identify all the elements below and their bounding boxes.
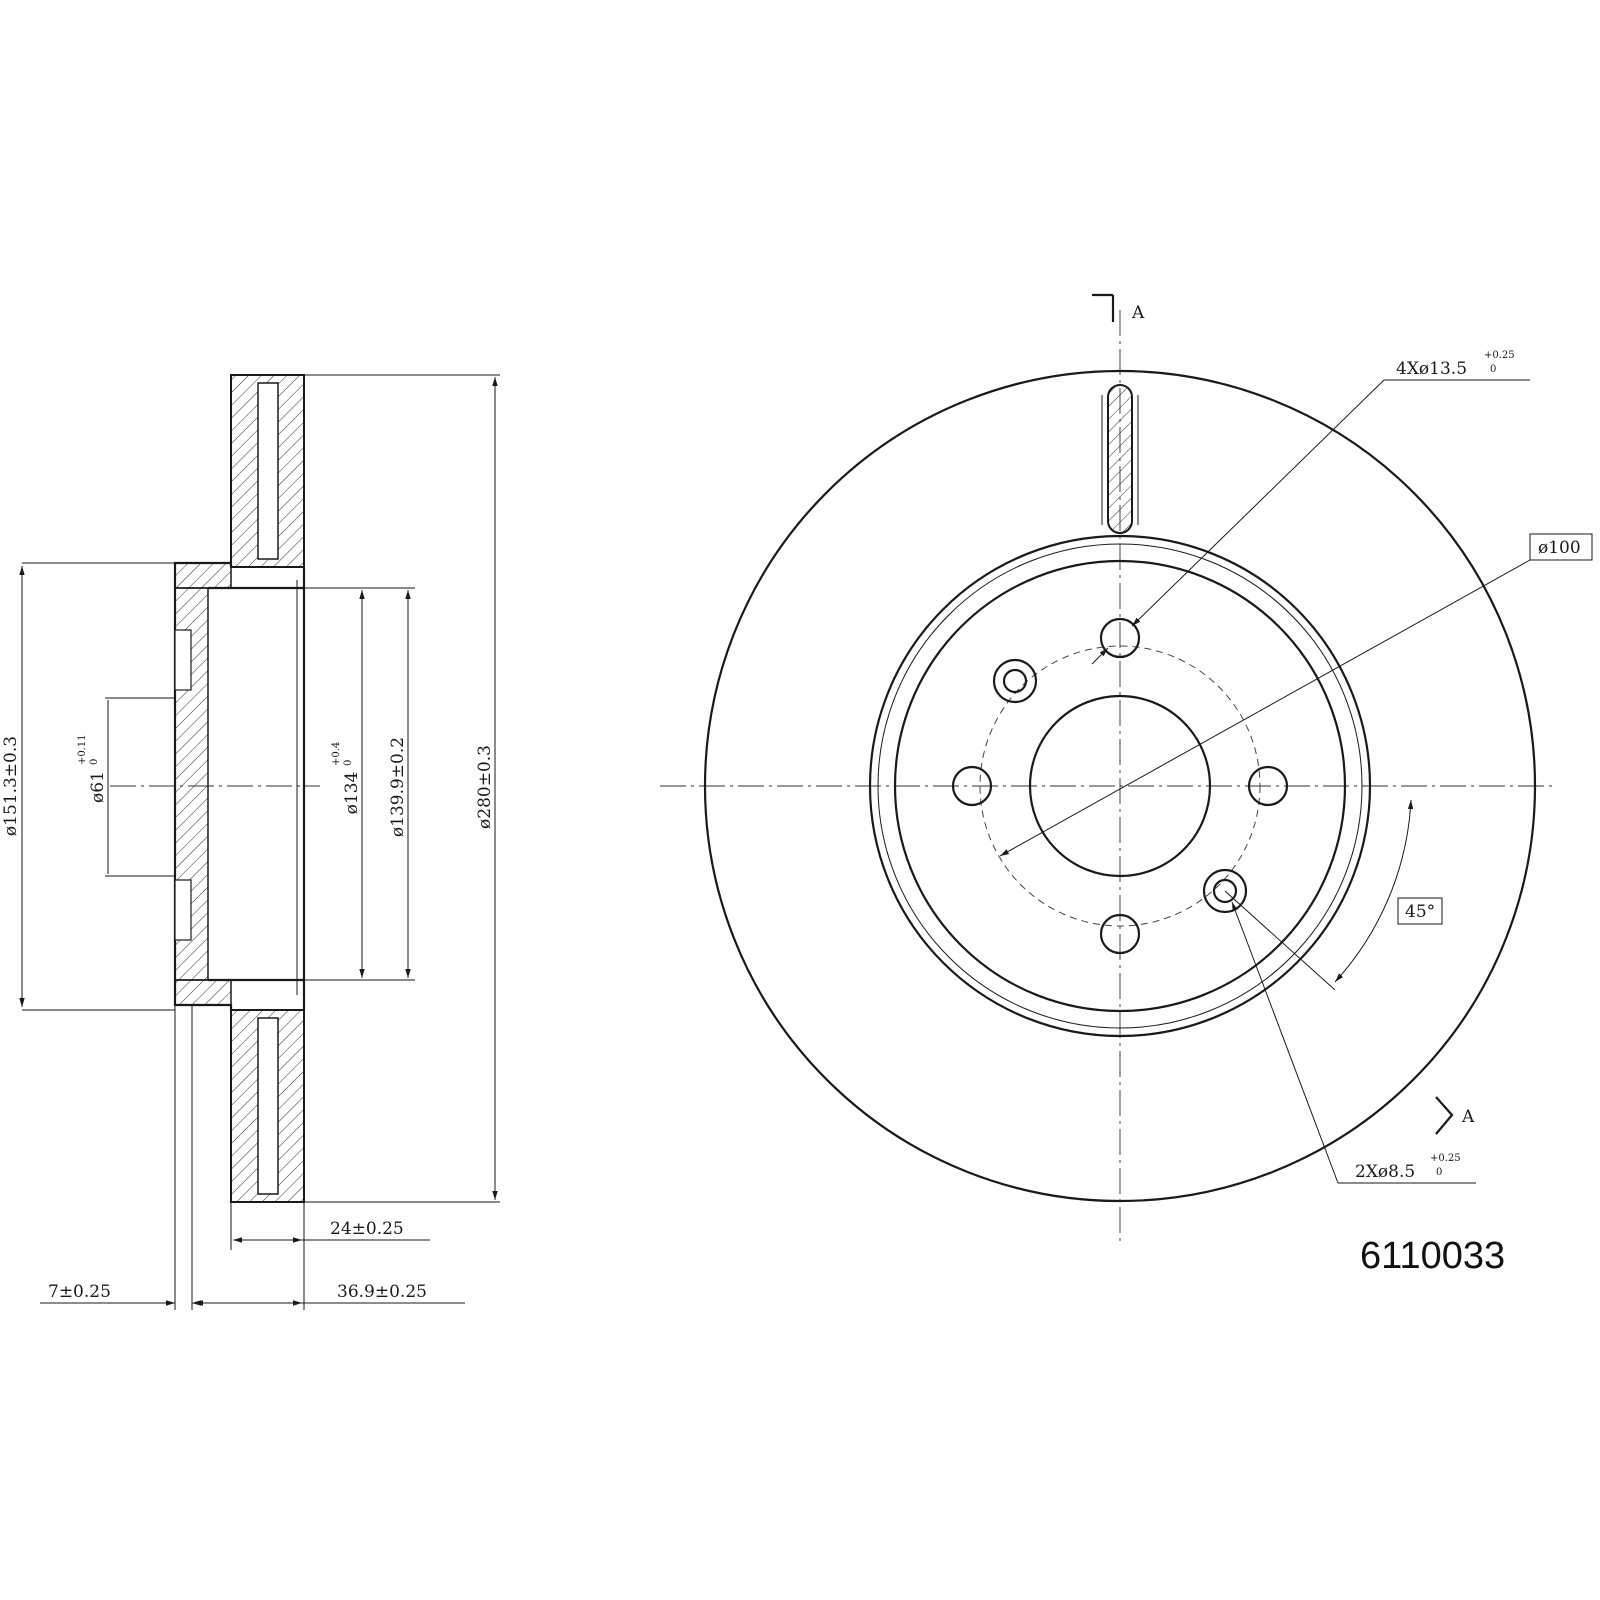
hat-groove-circle <box>877 543 1363 1029</box>
lower-friction-ring <box>230 1009 305 1203</box>
pin-holes-tol-bottom: 0 <box>1436 1167 1442 1178</box>
bolt-holes-tol-bottom: 0 <box>1490 364 1496 375</box>
center-bore-circle <box>1028 694 1212 878</box>
dim-d-bore-tol-bottom: 0 <box>89 759 100 765</box>
bolt-holes-label: 4Xø13.5 <box>1396 359 1467 379</box>
upper-friction-ring <box>230 374 305 568</box>
angle-label: 45° <box>1405 902 1435 922</box>
bolt-hole-right <box>1247 765 1289 807</box>
leader-pin-holes: 2Xø8.5 +0.25 0 <box>1231 901 1476 1184</box>
leader-pcd: ø100 <box>999 533 1593 857</box>
dim-hat-flange: 7±0.25 <box>48 1282 111 1302</box>
dim-d-hat-outer: ø139.9±0.2 <box>388 737 408 837</box>
hat-outer-circle <box>868 534 1372 1038</box>
pin-holes <box>992 658 1248 914</box>
pcd-label: ø100 <box>1538 538 1581 558</box>
bolt-hole-bottom <box>1099 913 1141 955</box>
dim-d-hat: ø134 +0.4 0 <box>331 742 362 815</box>
bolt-holes-tol-top: +0.25 <box>1484 350 1515 361</box>
bolt-hole-top <box>1099 617 1141 659</box>
dim-d-bore-tol-top: +0.11 <box>77 734 88 765</box>
section-marker-bottom: A <box>1435 1096 1475 1135</box>
pin-hole-counterbore-upper <box>992 658 1038 704</box>
dim-d-hat-tol-bottom: 0 <box>343 760 354 766</box>
dim-d-hat-tol-top: +0.4 <box>331 742 342 766</box>
leader-bolt-holes: 4Xø13.5 +0.25 0 <box>1091 350 1530 665</box>
hat-section <box>173 561 306 1010</box>
bolt-holes <box>951 617 1289 955</box>
dim-d-bore-main: ø61 <box>88 771 108 803</box>
pin-holes-label: 2Xø8.5 <box>1355 1162 1415 1182</box>
front-view: A A 4Xø13.5 +0.25 0 ø100 45° <box>660 293 1593 1245</box>
section-letter-bottom: A <box>1461 1107 1475 1127</box>
section-view: ø151.3±0.3 ø61 +0.11 0 ø134 +0.4 0 ø139.… <box>1 374 500 1310</box>
dim-d-bore: ø61 +0.11 0 <box>77 734 108 803</box>
dim-total-height: 36.9±0.25 <box>337 1282 427 1302</box>
pin-hole-lower <box>1212 878 1238 904</box>
hat-inner-circle <box>893 559 1347 1013</box>
wear-indicator-slot <box>1101 384 1139 534</box>
pin-hole-upper <box>1002 668 1028 694</box>
section-letter-top: A <box>1131 303 1145 323</box>
bolt-hole-left <box>951 765 993 807</box>
pin-hole-counterbore-lower <box>1202 868 1248 914</box>
pin-holes-tol-top: +0.25 <box>1430 1153 1461 1164</box>
part-number: 6110033 <box>1360 1235 1505 1277</box>
dimension-lines <box>19 377 498 1306</box>
angle-dimension: 45° <box>1224 799 1443 991</box>
disc-outer-circle <box>703 369 1537 1203</box>
dim-d-outer: ø151.3±0.3 <box>1 736 21 836</box>
section-marker-top: A <box>1092 293 1145 323</box>
extension-lines <box>22 374 500 1310</box>
dim-d-hat-text: ø134 <box>342 772 362 815</box>
dim-thickness: 24±0.25 <box>330 1219 404 1239</box>
dim-d-disc: ø280±0.3 <box>475 745 495 829</box>
pcd-circle <box>979 645 1261 927</box>
